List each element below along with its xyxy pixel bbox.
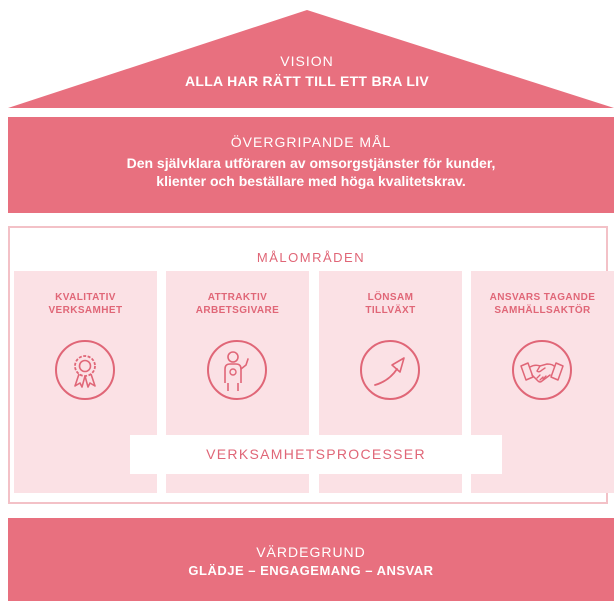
goal-title: ÖVERGRIPANDE MÅL [230, 134, 392, 150]
vision-roof [8, 10, 614, 108]
focus-area-label-line-1: ANSVARS TAGANDE [489, 292, 596, 303]
goal-text: Den självklara utföraren av omsorgstjäns… [8, 154, 614, 190]
foundation-subtitle: GLÄDJE – ENGAGEMANG – ANSVAR [188, 563, 434, 578]
goal-text-line-1: Den självklara utföraren av omsorgstjäns… [126, 155, 496, 171]
processes-bar: VERKSAMHETSPROCESSER [130, 435, 502, 474]
focus-area-responsibility: ANSVARS TAGANDE SAMHÄLLSAKTÖR [471, 271, 614, 493]
focus-area-label-line-1: ATTRAKTIV [207, 292, 268, 303]
vision-title: VISION [280, 53, 334, 69]
focus-area-label-line-1: KVALITATIV [55, 292, 116, 303]
focus-area-label: KVALITATIV VERKSAMHET [14, 291, 157, 317]
handshake-icon [512, 340, 572, 400]
foundation-title: VÄRDEGRUND [256, 544, 366, 560]
focus-area-label-line-2: VERKSAMHET [48, 305, 123, 316]
focus-area-label: ANSVARS TAGANDE SAMHÄLLSAKTÖR [471, 291, 614, 317]
focus-area-label-line-1: LÖNSAM [367, 292, 414, 303]
focus-area-label: ATTRAKTIV ARBETSGIVARE [166, 291, 309, 317]
goal-text-line-2: klienter och beställare med höga kvalite… [156, 173, 466, 189]
award-rosette-icon [55, 340, 115, 400]
growth-arrow-icon [360, 340, 420, 400]
focus-area-label: LÖNSAM TILLVÄXT [319, 291, 462, 317]
focus-area-label-line-2: ARBETSGIVARE [195, 305, 280, 316]
focus-area-label-line-2: SAMHÄLLSAKTÖR [494, 305, 591, 316]
focus-area-label-line-2: TILLVÄXT [365, 305, 416, 316]
focus-areas-title: MÅLOMRÅDEN [256, 250, 366, 265]
foundation-band: VÄRDEGRUND GLÄDJE – ENGAGEMANG – ANSVAR [8, 518, 614, 601]
employee-icon [207, 340, 267, 400]
goal-band: ÖVERGRIPANDE MÅL Den självklara utförare… [8, 117, 614, 213]
vision-subtitle: ALLA HAR RÄTT TILL ETT BRA LIV [184, 73, 430, 89]
